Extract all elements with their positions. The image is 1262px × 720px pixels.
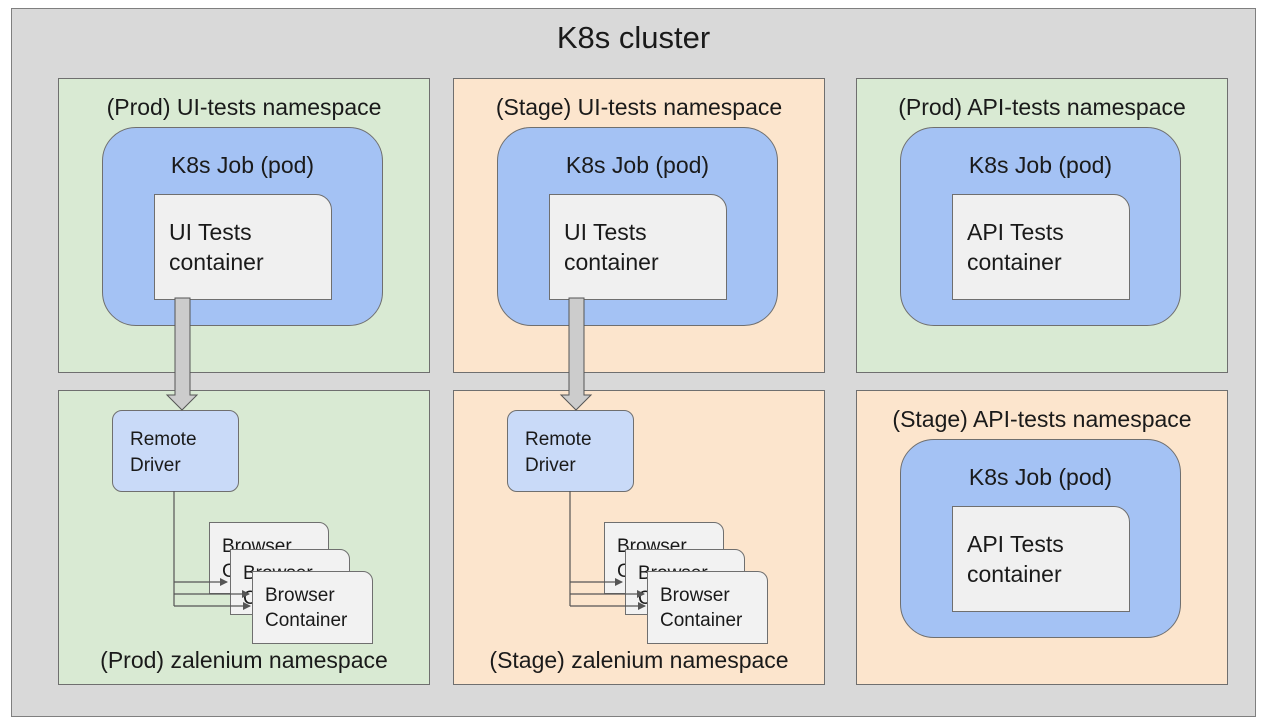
container-label-line1: API Tests (967, 531, 1064, 557)
namespace-label: (Prod) UI-tests namespace (106, 94, 382, 120)
namespace-label: (Stage) UI-tests namespace (495, 94, 783, 120)
namespace-label: (Stage) zalenium namespace (489, 647, 789, 673)
prod-zalenium-namespace: Remote Driver Browser Container Browser … (58, 390, 430, 685)
remote-driver: Remote Driver (112, 410, 239, 492)
container-label-line1: UI Tests (169, 219, 252, 245)
pod-label: K8s Job (pod) (968, 152, 1113, 178)
api-tests-container: API Tests container (952, 194, 1130, 300)
container-label-line2: container (967, 561, 1062, 587)
browser-label-line1: Browser (265, 585, 335, 606)
stage-ui-tests-namespace: (Stage) UI-tests namespace K8s Job (pod)… (453, 78, 825, 373)
driver-label-line1: Remote (130, 429, 197, 450)
stage-api-tests-namespace: (Stage) API-tests namespace K8s Job (pod… (856, 390, 1228, 685)
namespace-label: (Prod) zalenium namespace (100, 647, 388, 673)
prod-driver-connectors (173, 491, 251, 610)
container-label-line2: container (967, 249, 1062, 275)
pod-label: K8s Job (pod) (968, 464, 1113, 490)
k8s-job-pod: K8s Job (pod) API Tests container (900, 127, 1181, 326)
k8s-job-pod: K8s Job (pod) API Tests container (900, 439, 1181, 638)
k8s-job-pod: K8s Job (pod) UI Tests container (497, 127, 778, 326)
browser-container: Browser Container (647, 571, 768, 644)
container-label-line2: container (564, 249, 659, 275)
prod-ui-tests-namespace: (Prod) UI-tests namespace K8s Job (pod) … (58, 78, 430, 373)
stage-driver-connectors (569, 491, 646, 610)
pod-label: K8s Job (pod) (170, 152, 315, 178)
container-label-line1: UI Tests (564, 219, 647, 245)
namespace-label: (Prod) API-tests namespace (898, 94, 1186, 120)
remote-driver: Remote Driver (507, 410, 634, 492)
k8s-job-pod: K8s Job (pod) UI Tests container (102, 127, 383, 326)
stage-block-arrow (559, 297, 593, 411)
browser-label-line1: Browser (660, 585, 730, 606)
driver-label-line1: Remote (525, 429, 592, 450)
browser-container: Browser Container (252, 571, 373, 644)
cluster-title: K8s cluster (556, 20, 711, 55)
driver-label-line2: Driver (130, 455, 181, 476)
prod-block-arrow (165, 297, 199, 411)
namespace-label: (Stage) API-tests namespace (892, 406, 1192, 432)
browser-label-line2: Container (265, 610, 348, 631)
container-label-line1: API Tests (967, 219, 1064, 245)
ui-tests-container: UI Tests container (549, 194, 727, 300)
ui-tests-container: UI Tests container (154, 194, 332, 300)
stage-zalenium-namespace: Remote Driver Browser Container Browser … (453, 390, 825, 685)
driver-label-line2: Driver (525, 455, 576, 476)
browser-label-line2: Container (660, 610, 743, 631)
pod-label: K8s Job (pod) (565, 152, 710, 178)
api-tests-container: API Tests container (952, 506, 1130, 612)
container-label-line2: container (169, 249, 264, 275)
prod-api-tests-namespace: (Prod) API-tests namespace K8s Job (pod)… (856, 78, 1228, 373)
